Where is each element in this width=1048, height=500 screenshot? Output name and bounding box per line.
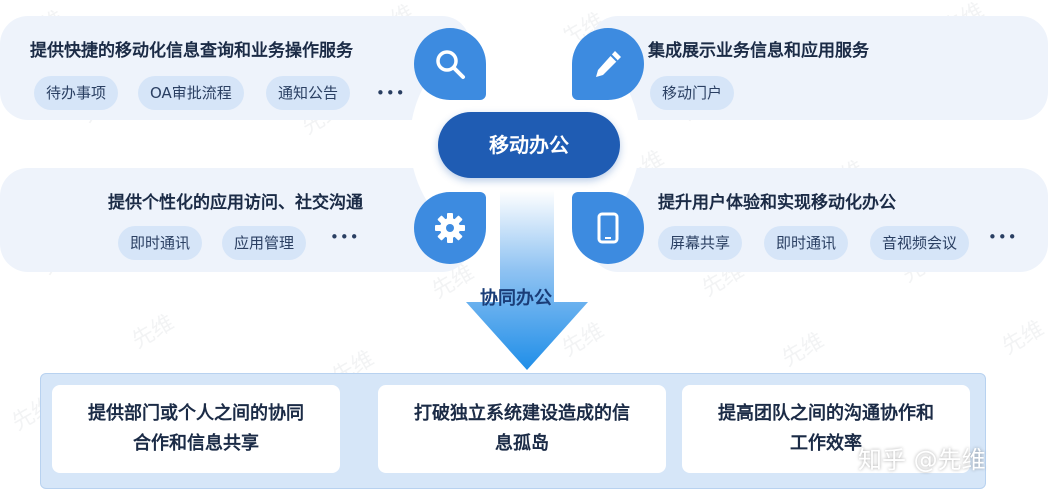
- tag-app-management: 应用管理: [222, 226, 307, 260]
- tablet-petal: [572, 192, 644, 264]
- more-dots-bottom-left: •••: [330, 228, 360, 246]
- outcome-text-2: 打破独立系统建设造成的信息孤岛: [414, 403, 630, 454]
- watermark-text: 先维: [127, 310, 179, 354]
- top-right-title: 集成展示业务信息和应用服务: [648, 41, 869, 61]
- outcome-text-3: 提高团队之间的沟通协作和工作效率: [718, 403, 934, 454]
- tag-screen-share: 屏幕共享: [658, 226, 743, 260]
- pencil-icon: [596, 51, 621, 77]
- tag-im-right: 即时通讯: [764, 226, 849, 260]
- top-left-title: 提供快捷的移动化信息查询和业务操作服务: [30, 41, 353, 61]
- search-petal: [414, 28, 486, 100]
- outcome-card-2: 打破独立系统建设造成的信息孤岛: [378, 385, 666, 473]
- tablet-icon: [597, 212, 619, 244]
- outcome-card-1: 提供部门或个人之间的协同合作和信息共享: [52, 385, 340, 473]
- collaborative-office-label: 协同办公: [480, 288, 552, 309]
- credit-text: 知乎 @先维: [858, 446, 986, 474]
- gear-petal: [414, 192, 486, 264]
- bottom-left-title: 提供个性化的应用访问、社交沟通: [108, 193, 363, 213]
- more-dots-bottom-right: •••: [988, 228, 1018, 246]
- outcome-text-1: 提供部门或个人之间的协同合作和信息共享: [88, 403, 304, 454]
- watermark-text: 先维: [997, 316, 1048, 360]
- tag-todo: 待办事项: [34, 76, 119, 110]
- search-icon: [436, 50, 465, 79]
- gear-icon: [435, 213, 465, 243]
- tag-im-left: 即时通讯: [118, 226, 203, 260]
- down-arrow: [466, 190, 588, 370]
- tag-oa-approval: OA审批流程: [138, 76, 244, 110]
- tag-av-meeting: 音视频会议: [870, 226, 970, 260]
- pencil-petal: [572, 28, 644, 100]
- tag-notice: 通知公告: [266, 76, 351, 110]
- mobile-office-center: 移动办公: [438, 112, 620, 178]
- watermark-text: 先维: [777, 328, 829, 372]
- outcome-card-3: 提高团队之间的沟通协作和工作效率: [682, 385, 970, 473]
- bottom-right-title: 提升用户体验和实现移动化办公: [658, 193, 896, 213]
- tag-mobile-portal: 移动门户: [650, 76, 735, 110]
- more-dots-top-left: •••: [376, 84, 406, 102]
